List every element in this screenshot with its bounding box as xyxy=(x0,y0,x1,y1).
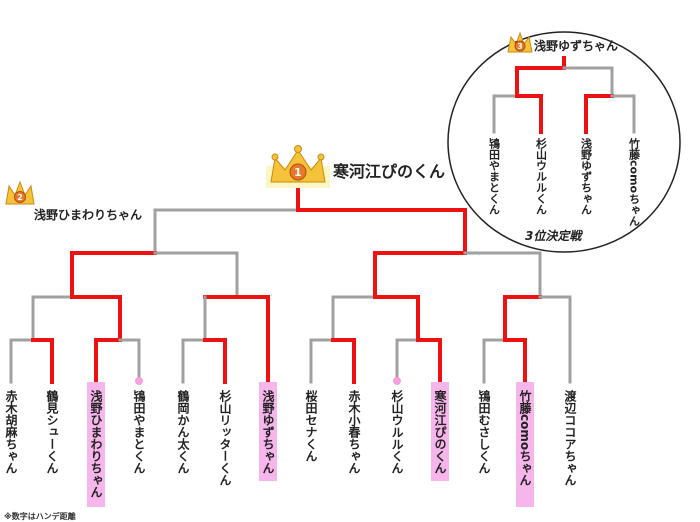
player-name: 寒河江ぴのくん xyxy=(433,389,447,474)
player-cell: 赤木小春ちゃん xyxy=(347,389,361,474)
third-place-circle xyxy=(447,31,681,253)
player-highlight xyxy=(516,382,534,507)
player-cell: 鶴見シューくん xyxy=(45,389,59,474)
player-highlight xyxy=(431,382,449,481)
player-cell: 鶴岡かん太くん xyxy=(176,389,190,474)
player-name: 浅野ひまわりちゃん xyxy=(89,389,103,498)
runner-up-rank: 2 xyxy=(17,193,23,202)
player-cell: 赤木胡麻ちゃん xyxy=(4,389,18,474)
bracket-lines xyxy=(9,185,572,384)
third-place-rank: 3 xyxy=(517,42,522,51)
player-name: 赤木小春ちゃん xyxy=(347,389,361,474)
runner-up-name: 浅野ひまわりちゃん xyxy=(34,207,142,222)
third-place-bracket-lines xyxy=(492,56,636,134)
player-cell: 寒河江ぴのくん xyxy=(431,382,449,481)
champion-rank: 1 xyxy=(294,166,302,179)
runner-up-crown-icon: 2 xyxy=(5,180,35,205)
player-name: 浅野ゆずちゃん xyxy=(261,389,275,474)
player-name: 鴇田むさしくん xyxy=(477,389,491,474)
player-name: 桜田セナくん xyxy=(304,389,318,462)
third-place-player-name: 杉山ウルルくん xyxy=(535,137,548,215)
player-name: 鶴岡かん太くん xyxy=(176,389,190,474)
third-place-player-name: 浅野ゆずちゃん xyxy=(580,137,593,215)
third-place-player-name: 竹藤comoちゃん xyxy=(628,137,642,226)
player-name: 竹藤comoちゃん xyxy=(518,389,532,487)
player-names: 赤木胡麻ちゃん 鶴見シューくん 浅野ひまわりちゃん 鴇田やまとくん 鶴岡かん太くん 杉山リ… xyxy=(4,377,577,507)
third-place-crown-icon: 3 xyxy=(507,31,533,53)
player-cell: 鴇田やまとくん xyxy=(132,377,146,474)
player-cell: 浅野ひまわりちゃん xyxy=(87,382,105,507)
seed-dot-icon xyxy=(393,377,401,385)
player-name: 渡辺ココアちゃん xyxy=(563,389,577,486)
third-place-player-name: 鴇田やまとくん xyxy=(488,137,501,215)
champion-name: 寒河江ぴのくん xyxy=(332,162,445,181)
champion-crown-icon: 1 xyxy=(266,145,330,188)
player-cell: 竹藤comoちゃん xyxy=(516,382,534,507)
player-name: 鴇田やまとくん xyxy=(132,389,146,474)
player-cell: 渡辺ココアちゃん xyxy=(563,389,577,486)
player-name: 杉山ウルルくん xyxy=(390,389,404,474)
player-name: 杉山リッターくん xyxy=(218,389,232,486)
third-place-name: 浅野ゆずちゃん xyxy=(534,38,618,53)
player-cell: 鴇田むさしくん xyxy=(477,389,491,474)
footnote: ※数字はハンデ距離 xyxy=(4,511,76,521)
player-cell: 桜田セナくん xyxy=(304,389,318,462)
player-highlight xyxy=(259,382,277,481)
seed-dot-icon xyxy=(135,377,143,385)
third-place-label: 3位決定戦 xyxy=(525,229,583,243)
player-highlight xyxy=(87,382,105,507)
player-cell: 杉山リッターくん xyxy=(218,389,232,486)
player-name: 鶴見シューくん xyxy=(45,389,59,474)
player-name: 赤木胡麻ちゃん xyxy=(4,389,18,474)
player-cell: 浅野ゆずちゃん xyxy=(259,382,277,481)
player-cell: 杉山ウルルくん xyxy=(390,377,404,474)
third-place-names: 鴇田やまとくん 杉山ウルルくん 浅野ゆずちゃん 竹藤comoちゃん xyxy=(488,137,642,226)
